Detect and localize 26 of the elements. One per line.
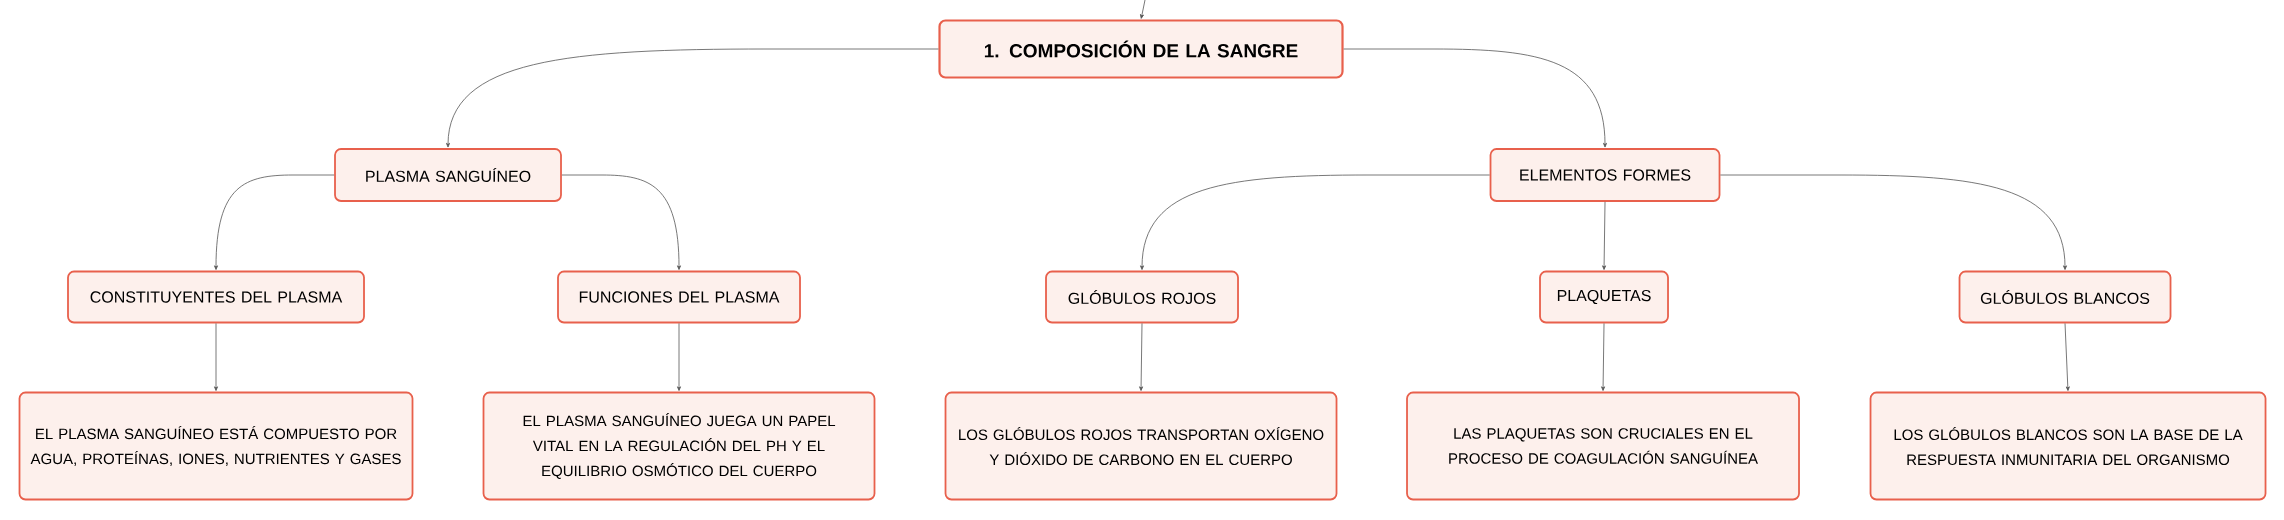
connector [1720,174,2067,270]
connector [214,174,335,270]
description-box: LOS GLÓBULOS BLANCOS SON LA BASE DE LA RESPUESTA INMUNITARIA DEL ORGANISMO [1869,391,2267,501]
connector [677,323,681,391]
connector [561,174,681,270]
connector [214,323,218,391]
connector [1139,323,1144,391]
description-box: EL PLASMA SANGUÍNEO JUEGA UN PAPEL VITAL EN LA REGULACIÓN DEL PH Y EL EQUILIBRIO OSMÓTICO DEL CUERPO [482,391,876,501]
connector [2064,323,2070,391]
title-box: 1. COMPOSICIÓN DE LA SANGRE [938,19,1344,79]
connector [1140,174,1490,270]
connector [446,48,939,148]
connector [1601,323,1606,391]
description-box: LAS PLAQUETAS SON CRUCIALES EN EL PROCESO DE COAGULACIÓN SANGUÍNEA [1406,391,1800,501]
topic-box: PLAQUETAS [1539,270,1669,324]
topic-box: FUNCIONES DEL PLASMA [557,270,801,324]
description-box: EL PLASMA SANGUÍNEO ESTÁ COMPUESTO POR AGUA, PROTEÍNAS, IONES, NUTRIENTES Y GASES [18,391,414,501]
connector [1343,48,1607,148]
description-box: LOS GLÓBULOS ROJOS TRANSPORTAN OXÍGENO Y DIÓXIDO DE CARBONO EN EL CUERPO [944,391,1338,501]
connector [1602,201,1607,270]
topic-box: ELEMENTOS FORMES [1489,148,1721,202]
topic-box: PLASMA SANGUÍNEO [334,148,562,202]
topic-box: GLÓBULOS ROJOS [1045,270,1239,324]
connector [1140,0,1146,19]
topic-box: CONSTITUYENTES DEL PLASMA [67,270,365,324]
topic-box: GLÓBULOS BLANCOS [1958,270,2172,324]
